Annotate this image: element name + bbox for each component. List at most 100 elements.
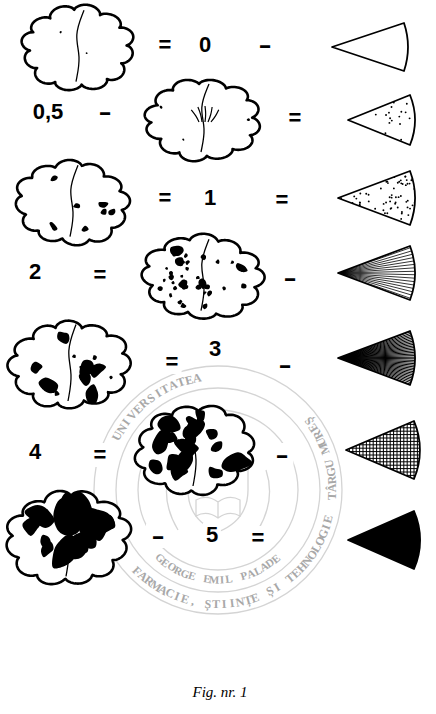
triangle-outline <box>348 511 420 569</box>
leaf-vein <box>211 110 219 122</box>
seal-letter: E <box>321 513 335 524</box>
leaf-illustration <box>16 160 130 245</box>
seal-letter: I <box>219 574 224 585</box>
seal-letter: E <box>179 592 190 606</box>
lesion-spot <box>149 459 163 474</box>
leaf-illustration <box>22 5 134 90</box>
leaf-outline <box>16 160 130 245</box>
seal-letter <box>197 572 202 583</box>
grade-number: 0,5 <box>30 100 67 124</box>
leaf-illustration <box>7 490 131 584</box>
lesion-spot <box>73 203 80 208</box>
leaf-midrib <box>68 325 76 402</box>
triangle-outline <box>338 246 415 300</box>
leaf-outline <box>145 80 260 161</box>
scale-triangle <box>337 170 419 225</box>
lesion-spot <box>49 222 57 231</box>
lesion-spot <box>185 422 197 444</box>
lesion-spot <box>51 175 58 181</box>
dash-sign: - <box>146 524 170 548</box>
seal-letter <box>234 572 239 583</box>
seal-letter: Â <box>326 484 338 493</box>
lesion-spot <box>185 267 189 271</box>
scale-triangle <box>348 95 415 145</box>
triangle-outline <box>348 95 415 145</box>
equals-sign: = <box>286 106 305 130</box>
lesion-spot <box>203 291 206 294</box>
lesion-spot <box>206 429 218 440</box>
lesion-spot <box>185 260 190 265</box>
leaf-midrib <box>201 239 209 310</box>
lesion-spot <box>109 376 113 379</box>
triangle-outline <box>338 171 415 225</box>
dash-sign: - <box>93 100 117 124</box>
lesion-spot <box>72 354 76 358</box>
seal-letter: T <box>326 492 338 501</box>
lesion-spot <box>211 441 223 452</box>
lesion-spot <box>108 209 115 216</box>
leaf-illustration <box>7 321 130 409</box>
equals-sign: = <box>91 443 110 467</box>
grade-number: 0 <box>196 33 214 57</box>
lesion-spot <box>173 286 177 290</box>
dash-sign: - <box>270 443 294 467</box>
lesion-spot <box>160 106 163 109</box>
seal-watermark <box>94 366 342 614</box>
lesion-spot <box>222 286 226 290</box>
lesion-spot <box>241 284 246 289</box>
lesion-spot <box>41 541 54 558</box>
scale-triangle <box>338 330 421 387</box>
lesion-spot <box>60 31 62 33</box>
lesion-spot <box>202 304 207 310</box>
grade-number: 3 <box>206 337 224 361</box>
lesion-spot <box>165 267 168 270</box>
lesion-spot <box>177 300 182 305</box>
lesion-spot <box>167 454 182 470</box>
lesion-spot <box>209 467 223 479</box>
seal-book <box>196 497 240 518</box>
seal-ring <box>116 388 320 592</box>
leaf-midrib <box>76 10 84 81</box>
lesion-spot <box>170 246 184 256</box>
lesion-spot <box>93 355 97 360</box>
seal-letter: A <box>192 371 203 384</box>
grade-number: 4 <box>26 440 44 464</box>
leaf-outline <box>7 321 130 409</box>
lesion-spot <box>57 332 69 344</box>
lesion-spot <box>30 508 40 518</box>
lesion-spot <box>201 254 206 260</box>
leaf-vein <box>191 110 199 122</box>
scale-triangle <box>346 421 422 479</box>
triangle-outline <box>338 331 415 385</box>
equals-sign: = <box>156 33 175 57</box>
lesion-spot <box>157 286 162 291</box>
seal-letter: M <box>209 574 220 585</box>
lesion-spot <box>53 498 82 536</box>
lesion-spot <box>216 259 220 264</box>
seal-ring <box>94 366 342 614</box>
leaf-vein <box>208 107 212 122</box>
scale-triangle <box>348 511 420 569</box>
seal-text: TÂRGU MUREȘ <box>301 413 340 504</box>
equals-sign: = <box>156 186 175 210</box>
lesion-spot <box>55 391 60 396</box>
seal-letter: I <box>222 598 227 610</box>
leaf-midrib <box>70 165 78 236</box>
grade-number: 5 <box>203 523 221 547</box>
scale-triangle <box>338 246 421 301</box>
seal-letter: , <box>190 595 196 607</box>
seal-letter: L <box>225 573 234 585</box>
leaf-vein <box>204 106 206 122</box>
seal-letter: E <box>187 570 197 583</box>
equals-sign: = <box>273 188 292 212</box>
seal-letter <box>198 596 203 608</box>
equals-sign: = <box>249 526 268 550</box>
lesion-spot <box>101 515 115 529</box>
leaf-outline <box>142 234 265 319</box>
lesion-spot <box>31 362 43 374</box>
lesion-spot <box>182 138 184 140</box>
lesion-spot <box>22 517 41 536</box>
lesion-spot <box>198 278 206 289</box>
lesion-spot <box>184 253 188 258</box>
